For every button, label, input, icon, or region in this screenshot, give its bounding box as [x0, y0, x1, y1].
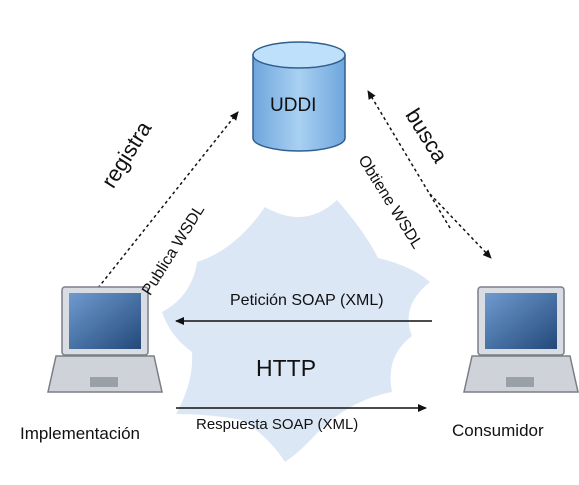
consumer-label: Consumidor: [452, 421, 544, 440]
provider-laptop-icon: [47, 286, 163, 393]
request-label: Petición SOAP (XML): [230, 292, 384, 309]
http-label: HTTP: [256, 355, 317, 381]
consumer-laptop-icon: [463, 286, 579, 393]
find-arrow-up: [367, 90, 451, 229]
cloud-network-icon: [162, 200, 430, 462]
find-arrow-down: [429, 193, 492, 259]
provider-label: Implementación: [20, 424, 141, 443]
database-cylinder-icon: [252, 41, 346, 152]
response-label: Respuesta SOAP (XML): [196, 416, 359, 433]
uddi-label: UDDI: [270, 95, 317, 116]
register-arrow: [97, 111, 239, 289]
